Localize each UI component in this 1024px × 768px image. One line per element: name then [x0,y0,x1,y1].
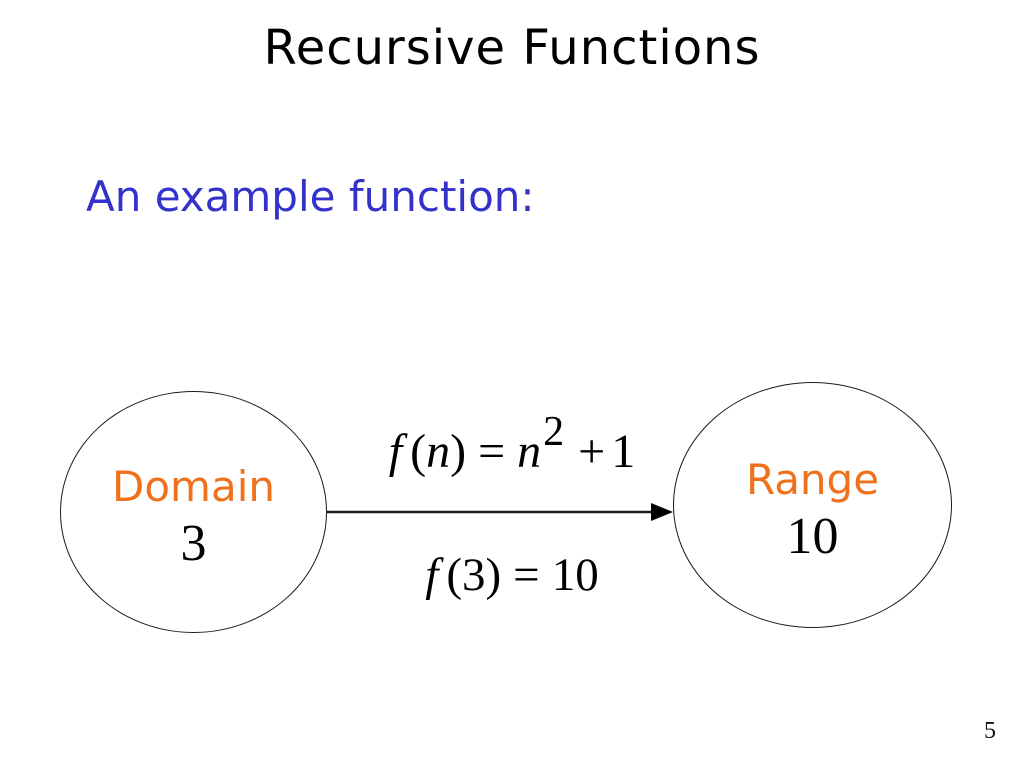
formula-bottom-result: 10 [551,549,599,601]
range-ellipse: Range 10 [673,382,952,628]
formula-top-func: f [388,425,403,478]
page-number: 5 [984,718,996,744]
formula-general: f(n)=n2+1 [312,409,712,479]
formula-top-constant: 1 [611,425,636,478]
formula-top-plus: + [578,425,606,478]
formula-top-equals: = [478,425,506,478]
formula-bottom-func: f [425,549,439,601]
formula-bottom-close-paren: ) [485,549,502,601]
formula-top-open-paren: ( [410,425,427,478]
formula-evaluated: f(3)=10 [312,548,712,602]
function-arrow [327,503,673,521]
domain-label: Domain [112,462,275,511]
formula-bottom-argument: 3 [462,549,486,601]
range-value: 10 [786,508,839,566]
formula-top-base: n [517,425,542,478]
slide-title: Recursive Functions [263,20,761,76]
formula-top-variable: n [426,425,451,478]
domain-value: 3 [180,515,207,573]
formula-bottom-open-paren: ( [446,549,463,601]
range-label: Range [745,455,880,504]
formula-bottom-equals: = [513,549,540,601]
formula-top-close-paren: ) [450,425,467,478]
formula-top-exponent: 2 [543,409,565,455]
arrow-head-icon [651,503,673,521]
domain-ellipse: Domain 3 [60,391,327,633]
slide-subtitle: An example function: [86,172,535,221]
